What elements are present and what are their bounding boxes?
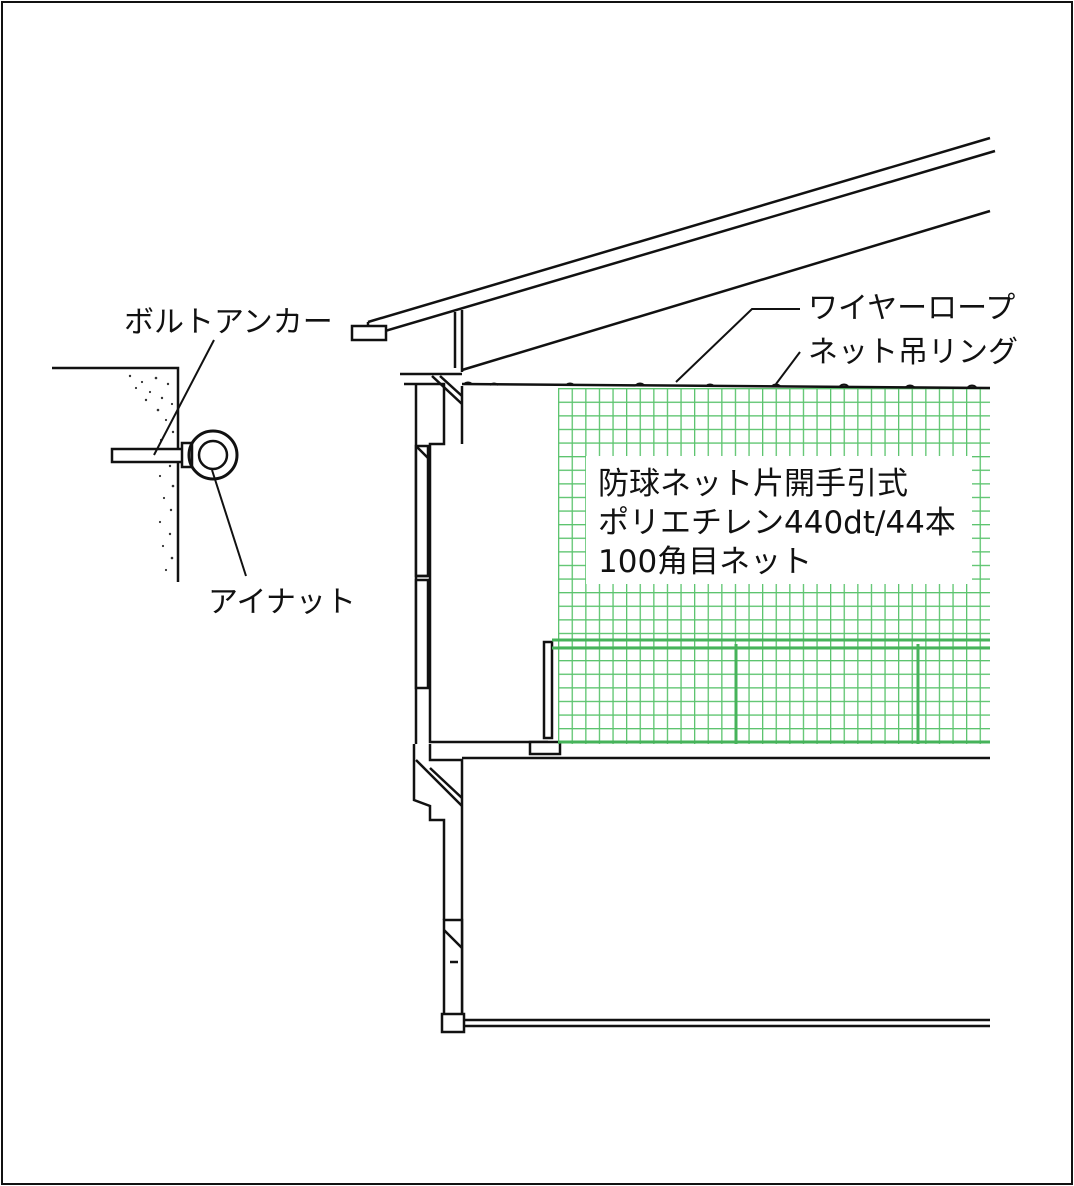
roof-inner-line xyxy=(461,209,991,372)
eye-nut-leader xyxy=(211,469,247,577)
wall-section xyxy=(52,366,180,582)
gutter xyxy=(350,324,388,342)
window-frame-upper xyxy=(414,444,430,578)
net-spec-line-1: 防球ネット片開手引式 xyxy=(598,466,908,502)
roof-under-line xyxy=(367,149,996,338)
eave-post xyxy=(453,310,464,372)
lower-slab xyxy=(464,1018,990,1028)
beam-diagonal-1 xyxy=(431,375,463,405)
net-ring-marks xyxy=(463,381,977,388)
roof-top-line xyxy=(367,136,991,324)
slab-diagonal-2 xyxy=(429,767,463,799)
bolt-nut xyxy=(180,441,194,469)
column-base xyxy=(440,1012,466,1034)
net-band xyxy=(552,638,990,744)
lower-column xyxy=(442,918,464,1022)
net-spec-box xyxy=(586,456,972,584)
building-section xyxy=(400,372,990,1034)
concrete-stipple xyxy=(128,374,176,572)
safety-net xyxy=(461,308,991,744)
window-ledge xyxy=(415,445,429,578)
bolt-anchor-shaft xyxy=(110,447,188,464)
beam-diagonal-2 xyxy=(439,375,463,397)
wire-rope-label: ワイヤーロープ xyxy=(808,291,1015,326)
wire-rope-leader xyxy=(675,308,800,383)
window-frame-lower xyxy=(414,578,430,690)
eye-nut-label: アイナット xyxy=(208,585,356,620)
wire-rope xyxy=(461,382,991,390)
bolt-anchor-leader xyxy=(153,339,215,456)
net-spec-line-2: ポリエチレン440dt/44本 xyxy=(598,505,956,541)
anchor-detail xyxy=(52,339,247,582)
net-ring-label: ネット吊リング xyxy=(808,335,1018,370)
roof xyxy=(350,136,996,372)
upper-beam xyxy=(404,382,548,744)
net-spec-line-3: 100角目ネット xyxy=(598,544,812,580)
bolt-anchor-label: ボルトアンカー xyxy=(124,305,333,340)
lower-column-brace xyxy=(443,929,463,964)
slab-edge xyxy=(428,744,464,1032)
floor-slab-step xyxy=(412,744,446,920)
handrail-post xyxy=(542,640,554,740)
eye-nut-inner xyxy=(197,439,229,471)
slab-diagonal-1 xyxy=(415,759,463,807)
handrail-base xyxy=(528,740,562,756)
eye-nut-outer xyxy=(187,429,239,481)
net-ring-leader xyxy=(775,351,801,385)
